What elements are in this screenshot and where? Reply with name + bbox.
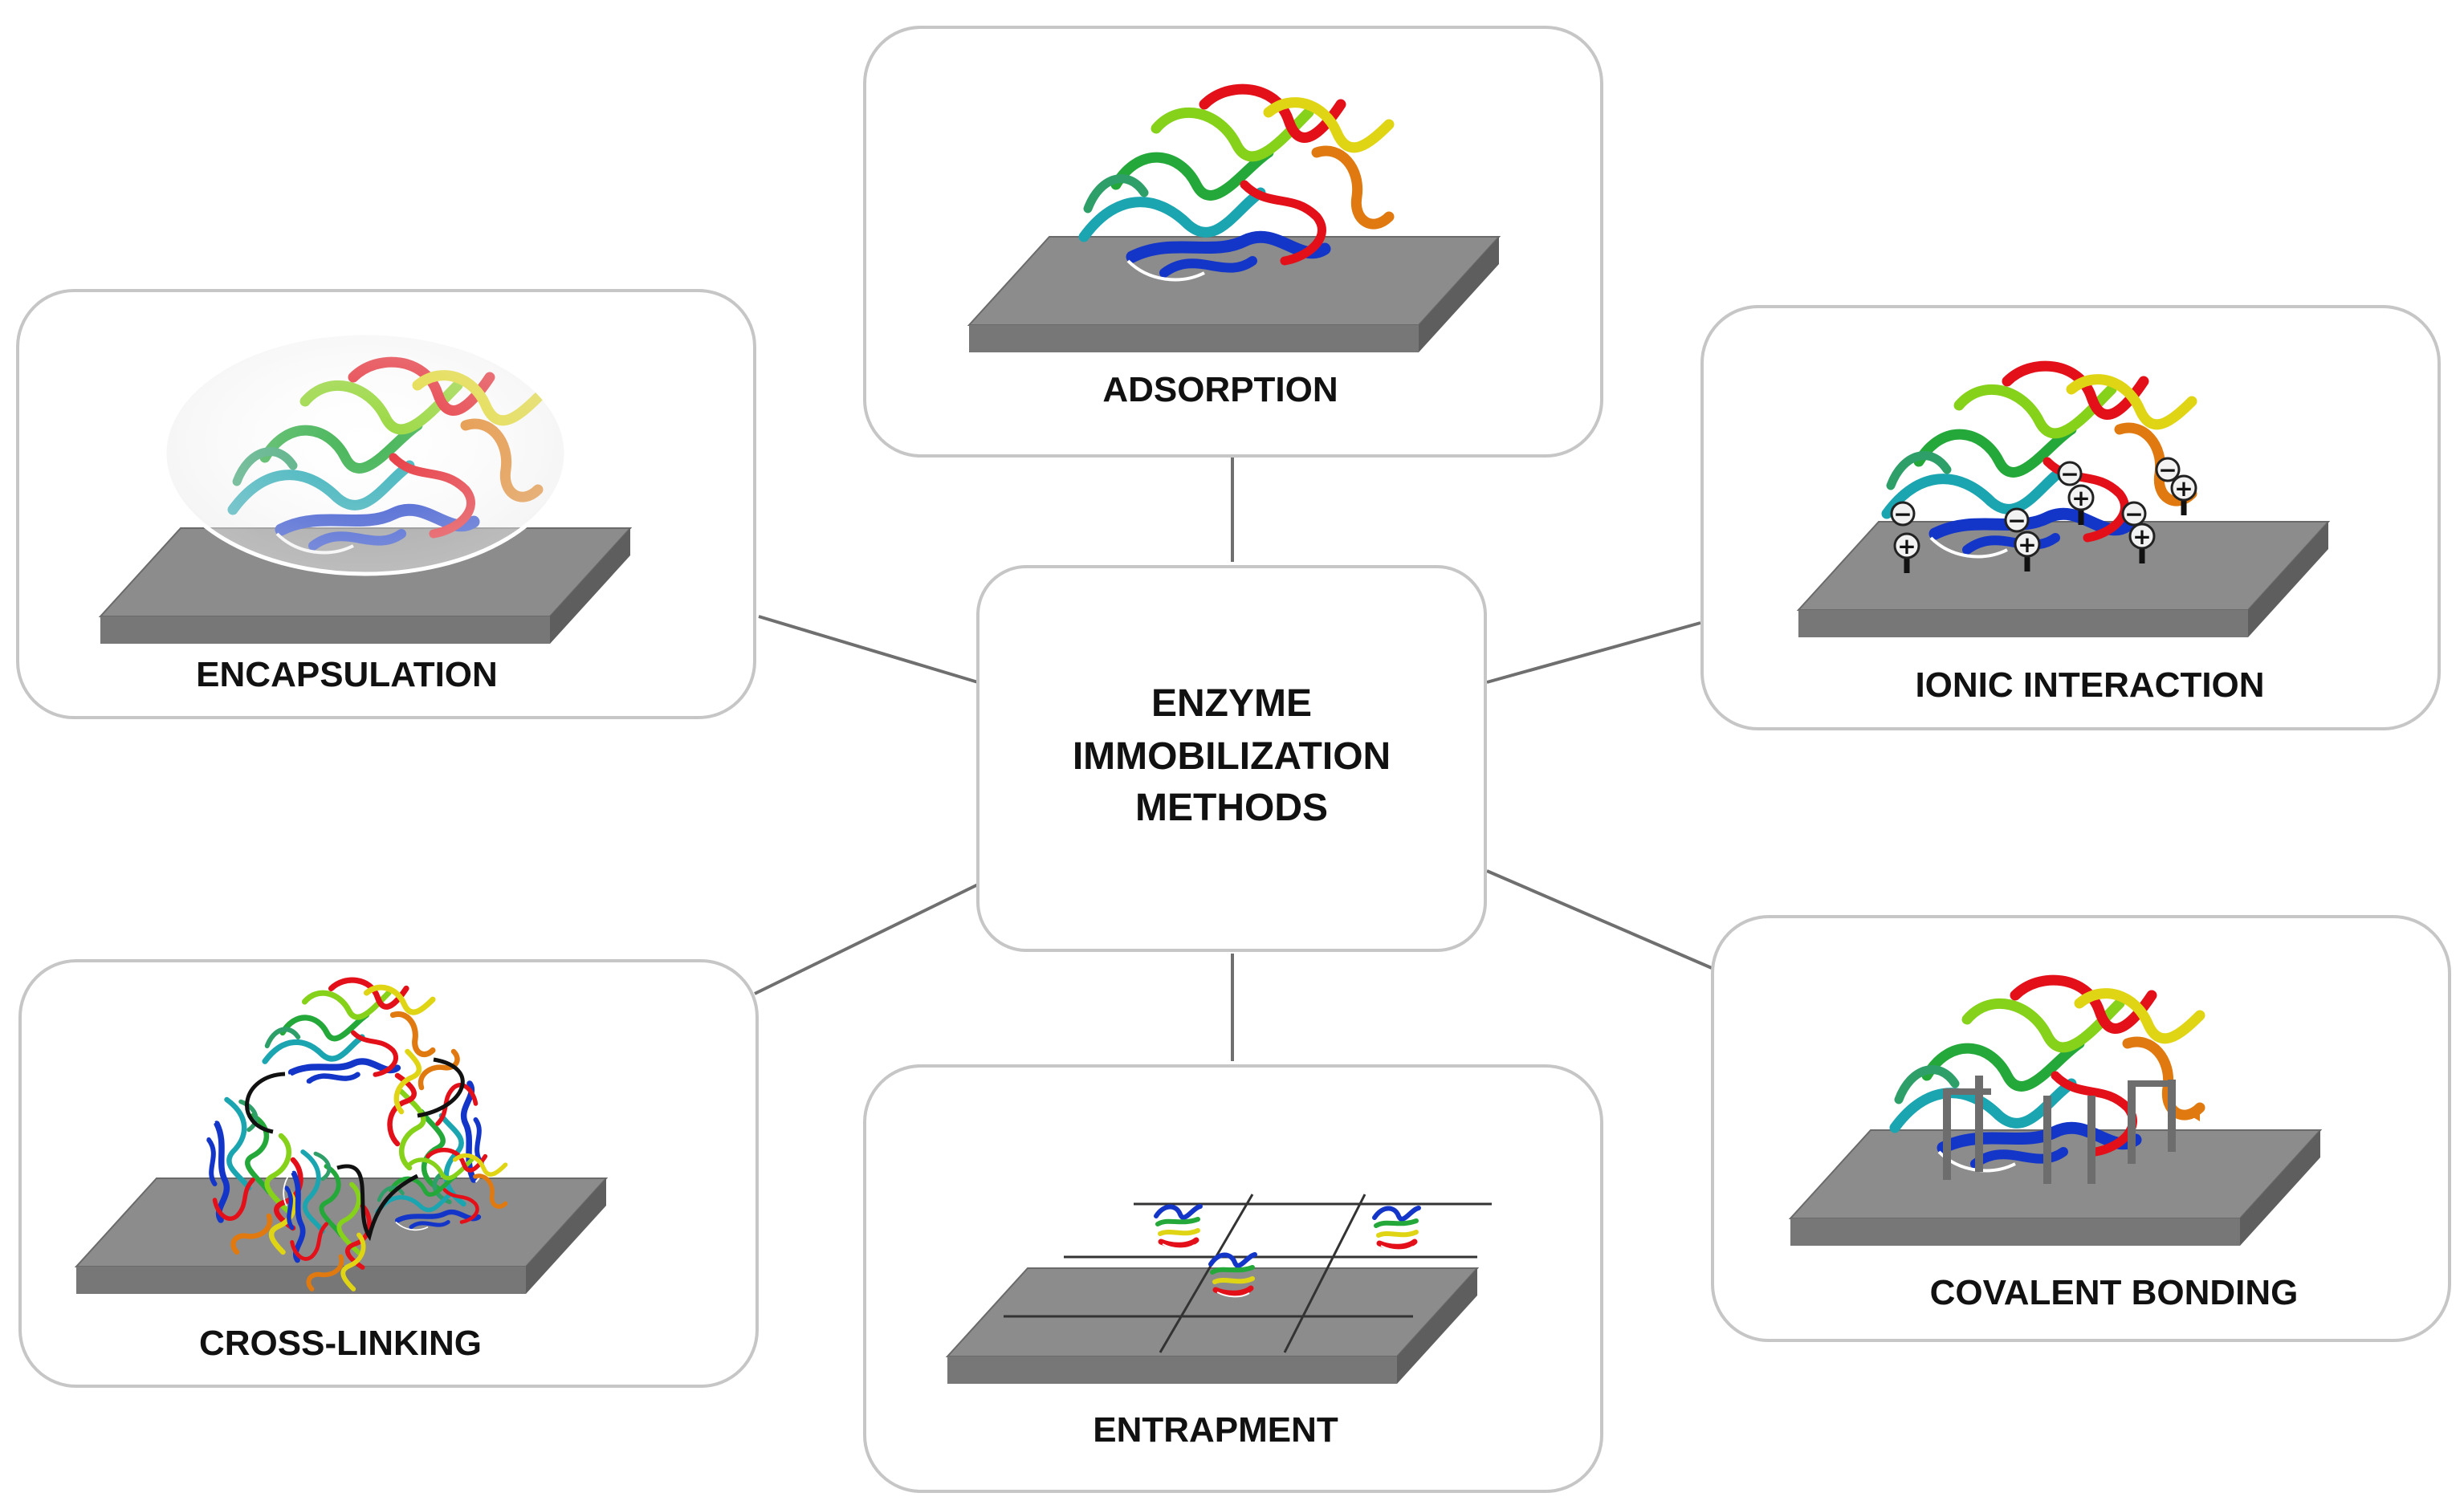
support-slab-icon xyxy=(968,236,1500,353)
method-adsorption: ADSORPTION xyxy=(863,26,1603,458)
charge-pin-icon: + − xyxy=(2121,501,2154,563)
covalent-linker-icon xyxy=(2184,1107,2200,1121)
support-slab-icon xyxy=(1798,521,2329,638)
connector-ionic xyxy=(1486,621,1701,684)
covalent-linker-icon xyxy=(1943,1076,2176,1184)
center-title-line2: IMMOBILIZATION xyxy=(1073,735,1391,778)
method-ionic: + − + − + − + − + − IONIC INTERACT xyxy=(1700,305,2441,730)
method-entrapment: ENTRAPMENT xyxy=(863,1064,1603,1493)
capsule-icon xyxy=(162,331,568,576)
charge-pin-icon: + − xyxy=(1890,501,1919,573)
center-title-line3: METHODS xyxy=(1135,787,1328,829)
crosslink-icon xyxy=(336,1164,419,1242)
svg-text:−: − xyxy=(2158,457,2177,483)
connector-covalent xyxy=(1486,869,1713,970)
connector-encapsulation xyxy=(758,615,979,684)
svg-text:−: − xyxy=(2007,507,2026,534)
svg-text:+: + xyxy=(2018,531,2036,558)
crosslink-icon xyxy=(245,1072,286,1134)
label-adsorption: ADSORPTION xyxy=(1102,370,1338,409)
svg-text:+: + xyxy=(1897,533,1916,559)
svg-text:−: − xyxy=(2060,461,2079,487)
svg-text:+: + xyxy=(2071,485,2090,511)
label-covalent: COVALENT BONDING xyxy=(1930,1273,2299,1312)
center-title-line1: ENZYME xyxy=(1151,682,1312,725)
svg-text:−: − xyxy=(1893,501,1912,527)
label-ionic: IONIC INTERACTION xyxy=(1915,665,2264,705)
charge-pin-icon: + − xyxy=(2057,461,2093,525)
mesh-grid-icon xyxy=(1004,1194,1492,1353)
svg-text:+: + xyxy=(2174,475,2193,502)
method-covalent: COVALENT BONDING xyxy=(1711,915,2451,1342)
label-entrapment: ENTRAPMENT xyxy=(1093,1410,1338,1450)
svg-text:−: − xyxy=(2124,501,2143,527)
charge-pin-icon: + − xyxy=(2155,457,2196,515)
support-slab-icon xyxy=(947,1267,1478,1385)
center-node: ENZYME IMMOBILIZATION METHODS xyxy=(976,565,1487,952)
charge-pin-icon: + − xyxy=(2004,507,2039,571)
method-encapsulation: ENCAPSULATION xyxy=(16,289,756,719)
svg-text:+: + xyxy=(2132,523,2151,550)
label-crosslinking: CROSS-LINKING xyxy=(199,1324,482,1363)
crosslink-icon xyxy=(417,1057,465,1118)
label-encapsulation: ENCAPSULATION xyxy=(196,655,498,694)
method-crosslinking: CROSS-LINKING xyxy=(18,959,759,1388)
connector-crosslinking xyxy=(754,883,979,995)
support-slab-icon xyxy=(1790,1129,2321,1247)
